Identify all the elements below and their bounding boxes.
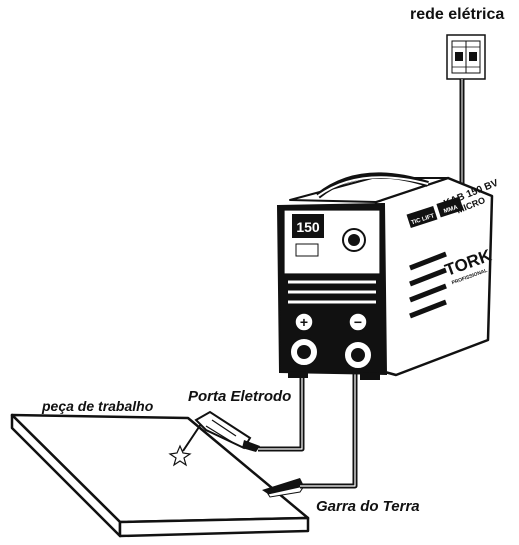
- machine-plus-symbol: +: [300, 314, 308, 330]
- mains-label: rede elétrica: [410, 6, 505, 23]
- electrode-holder: [182, 410, 260, 452]
- machine-minus-symbol: −: [354, 314, 362, 330]
- electrode-holder-label: Porta Eletrodo: [188, 388, 292, 405]
- machine-mode-mma: MMA: [443, 205, 459, 215]
- workpiece-label: peça de trabalho: [42, 398, 154, 414]
- ground-cable: [300, 355, 358, 489]
- welding-machine: 150 + − KAB 150 BV MICRO TIC LIFT MMA TO…: [276, 172, 500, 380]
- workpiece-plate: [10, 413, 310, 538]
- machine-display-value: 150: [296, 219, 320, 235]
- mains-breaker: [446, 34, 486, 80]
- electrode-cable: [258, 352, 305, 452]
- ground-clamp: [262, 478, 306, 498]
- ground-clamp-label: Garra do Terra: [316, 498, 420, 515]
- arc-spark-icon: [168, 444, 192, 467]
